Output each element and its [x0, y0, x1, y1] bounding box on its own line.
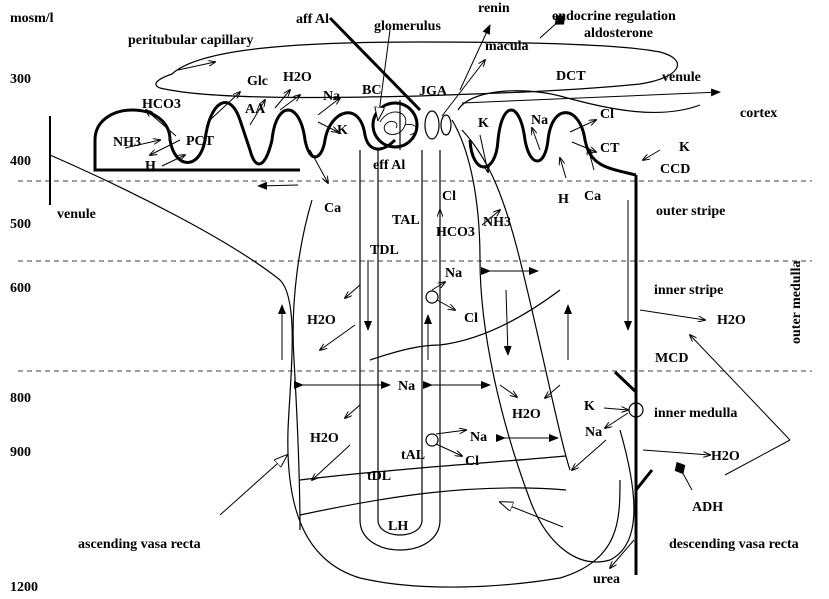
ca-dct-label: Ca — [584, 189, 601, 204]
endocrine-regulation-label: endocrine regulation — [552, 9, 676, 24]
urea-label: urea — [593, 572, 620, 587]
tal-thin-label: tAL — [401, 448, 425, 463]
hco3-tal-label: HCO3 — [436, 225, 475, 240]
h-left-label: H — [145, 159, 156, 174]
ccd-label: CCD — [660, 162, 690, 177]
vasa-recta-cross-line-2 — [300, 456, 566, 480]
glc-label: Glc — [247, 74, 268, 89]
transporter-circle-1 — [426, 291, 438, 303]
cl-dct-label: Cl — [600, 107, 614, 122]
tdl-thin-label: tDL — [367, 469, 391, 484]
ct-label: CT — [600, 141, 620, 156]
axis-tick-800: 800 — [10, 391, 31, 406]
tal-label: TAL — [392, 213, 420, 228]
na-dct-label: Na — [531, 113, 548, 128]
collecting-duct-branch-1 — [615, 372, 636, 392]
k-dct-label: K — [478, 116, 489, 131]
descending-vasa-recta-line — [452, 120, 634, 562]
glomerulus-label: glomerulus — [374, 19, 441, 34]
nh3-tal-label: NH3 — [483, 215, 511, 230]
jga-label: JGA — [419, 84, 448, 99]
k-mcd-label: K — [584, 399, 595, 414]
axis-unit-label: mosm/l — [10, 11, 54, 26]
venule-left-label: venule — [57, 207, 96, 222]
h-dct-label: H — [558, 192, 569, 207]
macula-label: macula — [485, 39, 529, 54]
k-right-label: K — [679, 140, 690, 155]
glomerulus-tuft — [380, 112, 416, 135]
pct-label: PCT — [186, 134, 215, 149]
ca-pct-label: Ca — [324, 201, 341, 216]
aff-al-label: aff Al — [296, 12, 329, 27]
inner-medulla-label: inner medulla — [654, 406, 737, 421]
axis-tick-1200: 1200 — [10, 580, 38, 595]
adh-label: ADH — [692, 500, 723, 515]
diagram-labels: aff Al glomerulus renin endocrine regula… — [57, 1, 799, 587]
axis-tick-900: 900 — [10, 445, 31, 460]
cl-tal-label: Cl — [442, 189, 456, 204]
h2o-pct-label: H2O — [283, 70, 312, 85]
outer-medulla-label: outer medulla — [789, 261, 804, 344]
na-pct-label: Na — [323, 89, 340, 104]
pct-return-arrow — [258, 185, 298, 186]
na-mcd-label: Na — [585, 425, 602, 440]
jga-circle — [425, 111, 439, 139]
outer-stripe-label: outer stripe — [656, 204, 725, 219]
axis-tick-600: 600 — [10, 281, 31, 296]
collecting-duct-branch-2 — [636, 470, 652, 490]
bc-label: BC — [362, 83, 381, 98]
vasa-recta-cross-line-1 — [300, 488, 566, 515]
cl-lower-label: Cl — [465, 454, 479, 469]
mcd-label: MCD — [655, 351, 688, 366]
tdl-label: TDL — [370, 243, 399, 258]
h2o-upper-left-label: H2O — [307, 313, 336, 328]
cortex-label: cortex — [740, 106, 777, 121]
ascending-vasa-recta-label: ascending vasa recta — [78, 537, 201, 552]
axis-tick-300: 300 — [10, 72, 31, 87]
h2o-cd-upper-label: H2O — [717, 313, 746, 328]
k-pct-label: K — [337, 123, 348, 138]
h2o-lower-left-label: H2O — [310, 431, 339, 446]
h2o-cd-lower-label: H2O — [711, 449, 740, 464]
na-mid-label: Na — [445, 266, 462, 281]
aa-label: AA — [245, 102, 266, 117]
venule-top-label: venule — [662, 70, 701, 85]
lh-label: LH — [388, 519, 408, 534]
h2o-center-label: H2O — [512, 407, 541, 422]
peritubular-capillary-label: peritubular capillary — [128, 33, 253, 48]
descending-vasa-recta-label: descending vasa recta — [669, 537, 799, 552]
peritubular-capillary-line — [156, 42, 678, 98]
osmolality-axis: mosm/l 300 400 500 600 800 900 1200 — [10, 11, 54, 595]
renin-label: renin — [478, 1, 510, 16]
vasa-recta-strand-line — [293, 200, 312, 530]
inner-stripe-label: inner stripe — [654, 283, 723, 298]
eff-al-label: eff Al — [373, 158, 405, 173]
axis-tick-400: 400 — [10, 154, 31, 169]
na-lower-label: Na — [470, 430, 487, 445]
hco3-left-label: HCO3 — [142, 97, 181, 112]
axis-tick-500: 500 — [10, 217, 31, 232]
aldosterone-label: aldosterone — [584, 26, 653, 41]
na-center-label: Na — [398, 379, 415, 394]
macula-ellipse — [441, 115, 451, 135]
nh3-left-label: NH3 — [113, 135, 141, 150]
dct-label: DCT — [556, 69, 586, 84]
cl-mid-label: Cl — [464, 311, 478, 326]
